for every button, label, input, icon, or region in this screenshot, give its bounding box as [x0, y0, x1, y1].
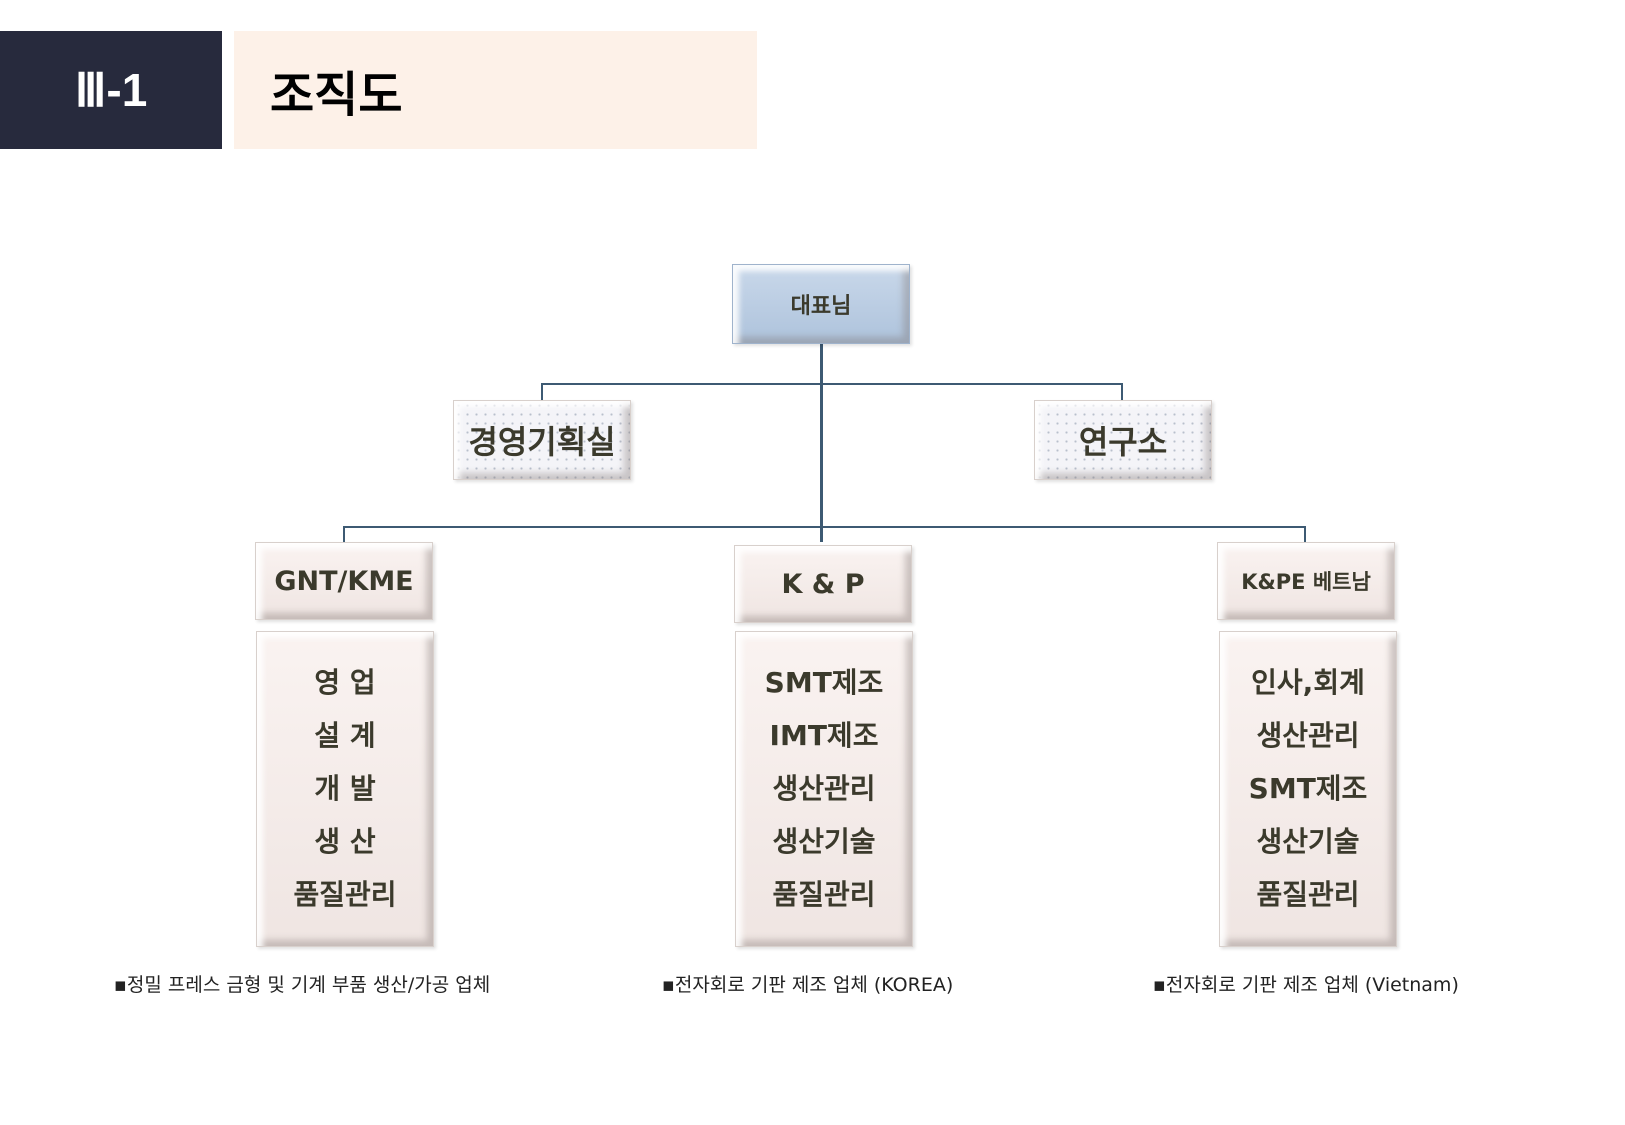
- function-item: 생산관리: [1256, 719, 1360, 752]
- unit-box-kpe-vietnam: K&PE 베트남: [1217, 542, 1395, 620]
- caption-kp: ▪전자회로 기판 제조 업체 (KOREA): [662, 974, 954, 996]
- function-item: IMT제조: [769, 719, 879, 752]
- function-item: 생산기술: [772, 825, 876, 858]
- function-list-kpe-vietnam: 인사,회계 생산관리 SMT제조 생산기술 품질관리: [1219, 631, 1397, 947]
- staff-box-planning: 경영기획실: [453, 400, 631, 480]
- caption-gnt-kme: ▪정밀 프레스 금형 및 기계 부품 생산/가공 업체: [114, 974, 491, 996]
- function-item: 설 계: [314, 719, 376, 752]
- function-item: 영 업: [314, 666, 376, 699]
- function-item: 개 발: [314, 772, 376, 805]
- function-list-gnt-kme: 영 업 설 계 개 발 생 산 품질관리: [256, 631, 434, 947]
- caption-kpe-vietnam: ▪전자회로 기판 제조 업체 (Vietnam): [1153, 974, 1459, 996]
- connector-unit-left: [343, 526, 345, 543]
- function-item: 생 산: [314, 825, 376, 858]
- function-item: 인사,회계: [1251, 666, 1365, 699]
- connector-ceo-vertical: [820, 342, 823, 542]
- function-item: 품질관리: [1256, 878, 1360, 911]
- connector-staff-horizontal: [541, 383, 1123, 385]
- connector-staff-right: [1121, 383, 1123, 400]
- function-list-kp: SMT제조 IMT제조 생산관리 생산기술 품질관리: [735, 631, 913, 947]
- connector-staff-left: [541, 383, 543, 400]
- staff-label: 연구소: [1078, 423, 1168, 461]
- function-item: SMT제조: [764, 666, 884, 699]
- page-title-text: 조직도: [270, 67, 403, 123]
- unit-box-kp: K & P: [734, 545, 912, 623]
- function-item: 품질관리: [293, 878, 397, 911]
- function-item: SMT제조: [1248, 772, 1368, 805]
- function-item: 생산기술: [1256, 825, 1360, 858]
- unit-label: K&PE 베트남: [1241, 570, 1371, 594]
- unit-label: K & P: [781, 568, 865, 600]
- ceo-label: 대표님: [790, 294, 852, 319]
- page-title: 조직도: [234, 31, 757, 149]
- ceo-box: 대표님: [732, 264, 910, 344]
- connector-units-horizontal: [343, 526, 1306, 528]
- section-number: Ⅲ-1: [0, 31, 222, 149]
- connector-unit-right: [1304, 526, 1306, 543]
- function-item: 품질관리: [772, 878, 876, 911]
- unit-box-gnt-kme: GNT/KME: [255, 542, 433, 620]
- staff-box-lab: 연구소: [1034, 400, 1212, 480]
- staff-label: 경영기획실: [468, 423, 616, 461]
- function-item: 생산관리: [772, 772, 876, 805]
- unit-label: GNT/KME: [274, 565, 414, 597]
- section-number-text: Ⅲ-1: [74, 64, 148, 116]
